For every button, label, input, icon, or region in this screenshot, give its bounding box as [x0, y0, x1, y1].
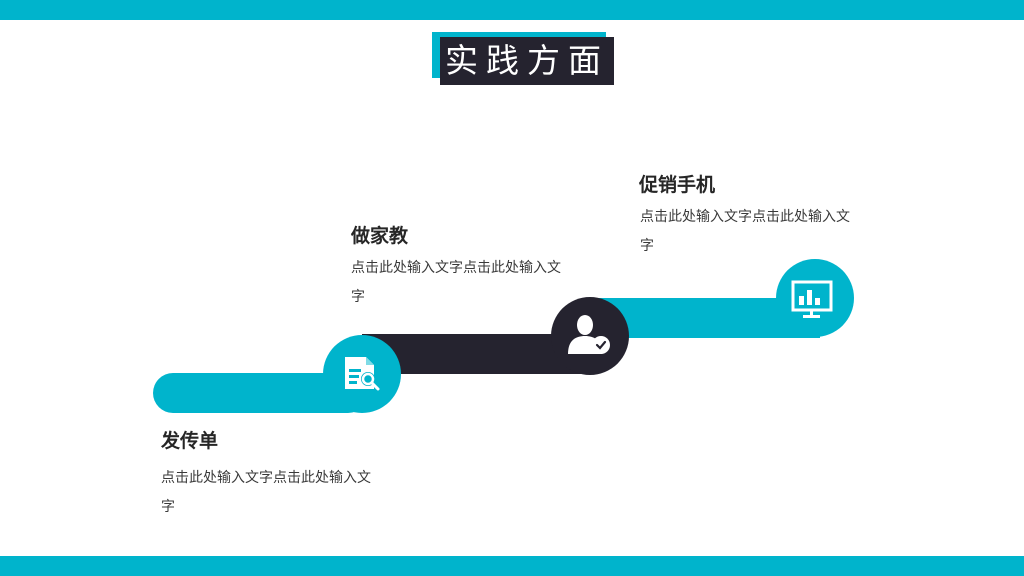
- step-3-title: 促销手机: [639, 174, 716, 196]
- page-title: 实践方面: [440, 37, 614, 85]
- presentation-chart-icon: [791, 280, 833, 318]
- step-2-desc: 点击此处输入文字点击此处输入文字: [351, 260, 561, 305]
- step-3-desc: 点击此处输入文字点击此处输入文字: [640, 209, 850, 254]
- step-2-title: 做家教: [351, 225, 409, 247]
- step-1-desc: 点击此处输入文字点击此处输入文字: [161, 470, 371, 515]
- top-accent-bar: [0, 0, 1024, 20]
- step-circle-2: [551, 297, 629, 375]
- document-search-icon: [345, 357, 380, 391]
- step-band-2: [362, 334, 610, 374]
- bottom-accent-bar: [0, 556, 1024, 576]
- step-band-3: [590, 298, 820, 338]
- step-1-title: 发传单: [161, 430, 219, 452]
- user-check-icon: [568, 315, 610, 354]
- step-band-1: [153, 373, 368, 413]
